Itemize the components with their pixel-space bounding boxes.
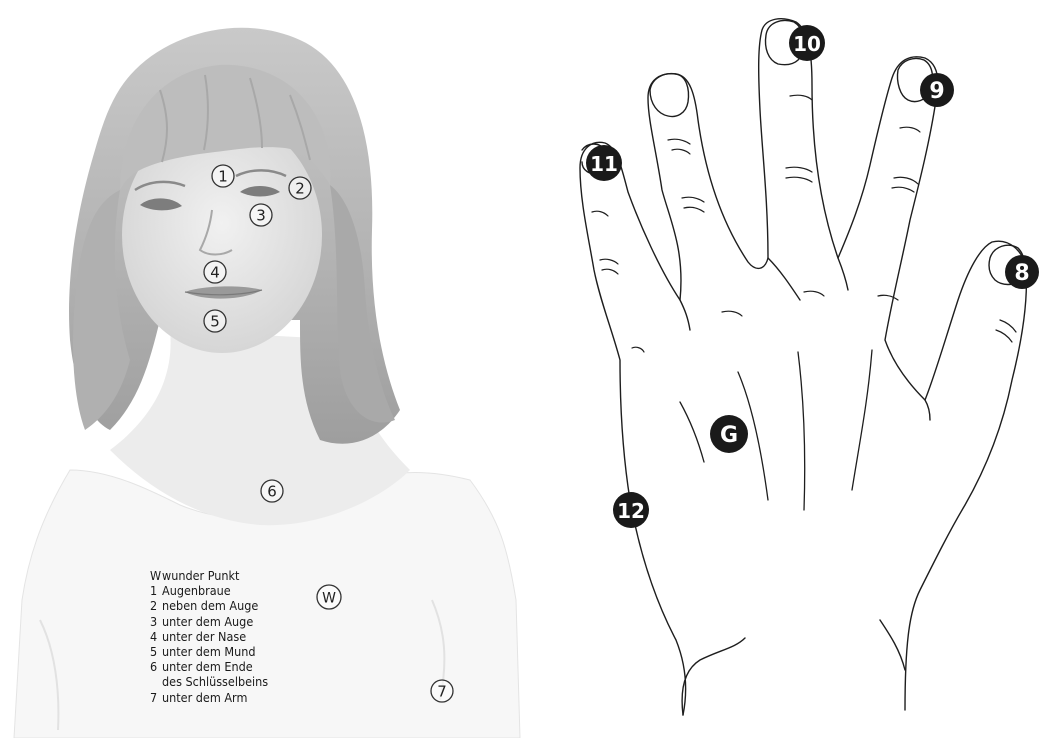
point-11-label: 11 bbox=[590, 152, 618, 176]
point-1-label: 1 bbox=[218, 168, 228, 186]
legend-key: 1 bbox=[150, 583, 162, 598]
legend-label: unter dem Auge bbox=[162, 614, 253, 629]
finger-gap-1 bbox=[680, 300, 690, 330]
point-g: G bbox=[710, 415, 748, 453]
point-4-label: 4 bbox=[210, 264, 220, 282]
nail-index bbox=[650, 74, 689, 117]
point-6: 6 bbox=[261, 480, 283, 502]
point-10-label: 10 bbox=[793, 32, 821, 56]
legend-key: 3 bbox=[150, 614, 162, 629]
point-3-label: 3 bbox=[256, 207, 266, 225]
point-1: 1 bbox=[212, 165, 234, 187]
legend-label: wunder Punkt bbox=[162, 568, 239, 583]
finger-gap-2 bbox=[768, 258, 800, 300]
point-4: 4 bbox=[204, 261, 226, 283]
legend-label: Augenbraue bbox=[162, 583, 231, 598]
wrist-lines bbox=[682, 620, 905, 715]
point-12-label: 12 bbox=[617, 499, 645, 523]
point-2: 2 bbox=[289, 177, 311, 199]
legend-row-w: Wwunder Punkt bbox=[150, 568, 350, 583]
point-g-label: G bbox=[720, 423, 738, 448]
point-6-label: 6 bbox=[267, 483, 277, 501]
point-8-label: 8 bbox=[1014, 261, 1029, 286]
legend-key: W bbox=[150, 568, 162, 583]
point-3: 3 bbox=[250, 204, 272, 226]
legend-label: des Schlüsselbeins bbox=[162, 674, 268, 689]
thumb-base bbox=[925, 400, 930, 420]
legend-row-6-cont: des Schlüsselbeins bbox=[150, 674, 350, 689]
finger-gap-3 bbox=[838, 258, 848, 290]
point-9-label: 9 bbox=[929, 79, 944, 104]
legend-label: unter dem Ende bbox=[162, 659, 253, 674]
point-2-label: 2 bbox=[295, 180, 305, 198]
legend-key: 7 bbox=[150, 690, 162, 705]
legend-label: unter dem Mund bbox=[162, 644, 255, 659]
legend-key: 5 bbox=[150, 644, 162, 659]
hand-outline bbox=[580, 19, 1026, 715]
creases bbox=[592, 95, 1016, 352]
point-5: 5 bbox=[204, 310, 226, 332]
point-10: 10 bbox=[789, 25, 825, 61]
legend-label: neben dem Auge bbox=[162, 598, 258, 613]
point-12: 12 bbox=[613, 492, 649, 528]
palm-lines bbox=[680, 350, 872, 510]
point-7: 7 bbox=[431, 680, 453, 702]
hand-illustration bbox=[580, 19, 1026, 715]
point-11: 11 bbox=[586, 145, 622, 181]
legend-key: 2 bbox=[150, 598, 162, 613]
legend-label: unter dem Arm bbox=[162, 690, 247, 705]
point-5-label: 5 bbox=[210, 313, 220, 331]
legend-label: unter der Nase bbox=[162, 629, 246, 644]
legend-key: 4 bbox=[150, 629, 162, 644]
point-9: 9 bbox=[920, 73, 954, 107]
point-8: 8 bbox=[1005, 255, 1039, 289]
point-7-label: 7 bbox=[437, 683, 447, 701]
legend-key: 6 bbox=[150, 659, 162, 674]
